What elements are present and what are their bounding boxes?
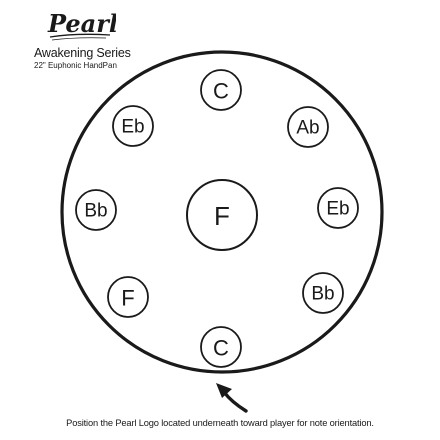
tone-field-label: Ab	[296, 118, 319, 139]
tone-field-circle	[287, 106, 329, 148]
pearl-logo-text: Pearl	[47, 9, 116, 38]
tone-field-label: C	[213, 336, 229, 361]
center-note-label: F	[214, 201, 230, 231]
tone-field-label: C	[213, 79, 229, 104]
tone-field-label: F	[121, 286, 134, 311]
orientation-instruction: Position the Pearl Logo located undernea…	[66, 418, 374, 428]
tone-field-lower-left: F	[107, 276, 149, 318]
tone-field-circle	[112, 105, 154, 147]
model-name: 22" Euphonic HandPan	[34, 61, 117, 70]
tone-field-circle	[107, 276, 149, 318]
center-note: F	[186, 179, 258, 251]
tone-field-circle	[200, 326, 242, 368]
tone-field-circle	[302, 272, 344, 314]
tone-field-top: C	[200, 69, 242, 111]
tone-field-label: Bb	[311, 284, 334, 305]
tone-field-label: Eb	[121, 117, 144, 138]
pearl-logo: Pearl	[47, 9, 116, 41]
tone-field-upper-right: Ab	[287, 106, 329, 148]
tone-field-left: Bb	[75, 189, 117, 231]
tone-field-circle	[317, 187, 359, 229]
series-name: Awakening Series	[34, 46, 131, 60]
tone-field-lower-right: Bb	[302, 272, 344, 314]
orientation-arrow-icon	[216, 383, 248, 413]
handpan-outline	[60, 50, 384, 374]
tone-field-right: Eb	[317, 187, 359, 229]
tone-field-label: Bb	[84, 201, 107, 222]
tone-field-circle	[75, 189, 117, 231]
tone-field-circle	[200, 69, 242, 111]
tone-field-label: Eb	[326, 199, 349, 220]
tone-field-bottom: C	[200, 326, 242, 368]
center-note-circle	[186, 179, 258, 251]
tone-field-upper-left: Eb	[112, 105, 154, 147]
